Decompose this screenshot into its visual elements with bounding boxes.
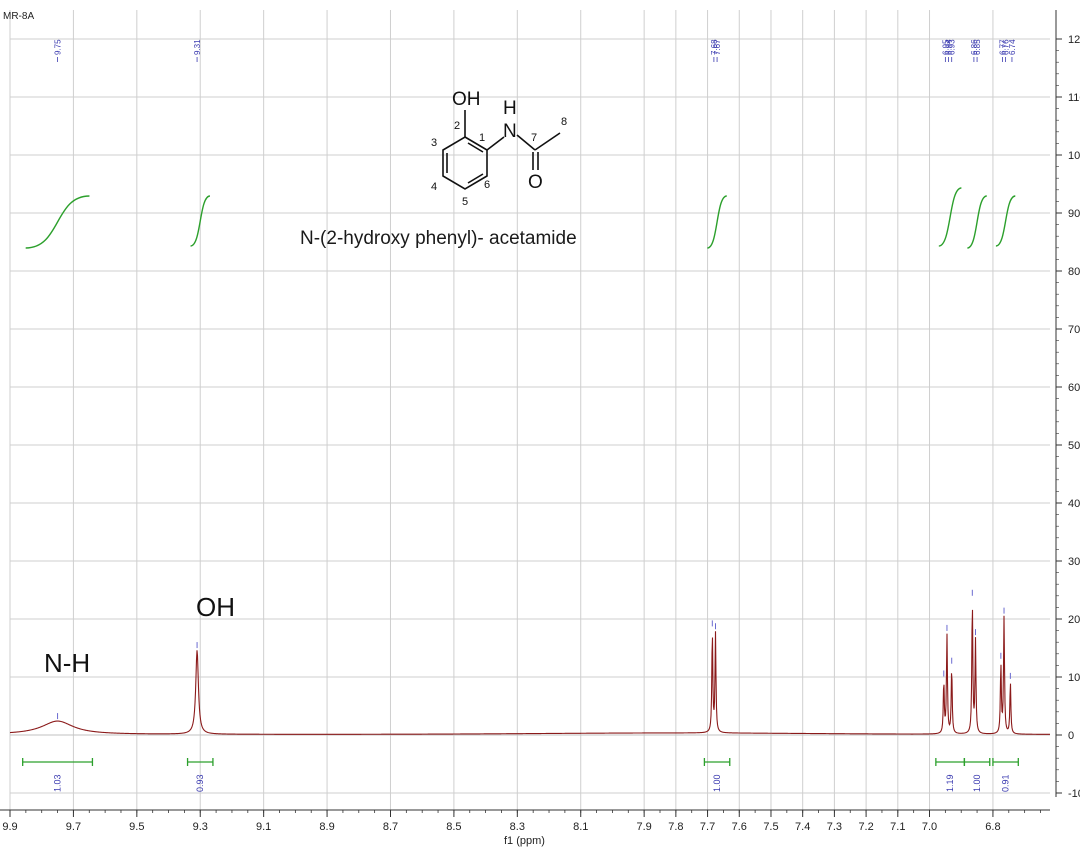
- x-tick-label: 7.3: [827, 821, 842, 833]
- atom-number-1: 1: [479, 132, 485, 144]
- x-tick-label: 7.6: [732, 821, 747, 833]
- x-tick-label: 7.7: [700, 821, 715, 833]
- integral-value: 1.00: [712, 774, 722, 792]
- y-tick-label: 0: [1068, 730, 1074, 742]
- integral-value: 1.00: [972, 774, 982, 792]
- peak-label: 6.93: [948, 39, 957, 55]
- x-tick-label: 7.9: [636, 821, 651, 833]
- integral-curve: [25, 195, 90, 249]
- peak-label: 9.75: [54, 39, 63, 55]
- peak-label: 6.77: [998, 39, 1007, 55]
- atom-oh: OH: [452, 89, 481, 110]
- peak-label: 6.94: [945, 39, 954, 55]
- compound-name: N-(2-hydroxy phenyl)- acetamide: [300, 228, 577, 249]
- y-tick-label: -10: [1068, 788, 1080, 800]
- spectrum-layer: [9, 589, 1051, 735]
- y-tick-label: 1000: [1068, 150, 1080, 162]
- integral-value: 0.93: [195, 774, 205, 792]
- x-tick-label: 7.4: [795, 821, 810, 833]
- integral-bars: 1.03 0.93 1.00 1.19 1.00 0.91: [22, 758, 1019, 792]
- x-tick-label: 7.2: [858, 821, 873, 833]
- y-tick-label: 800: [1068, 266, 1080, 278]
- peak-labels: 9.75 9.31 7.687.67 6.956.946.93 6.866.85 6.77…: [54, 39, 1017, 62]
- x-tick-label: 8.7: [383, 821, 398, 833]
- x-tick-label: 9.9: [2, 821, 17, 833]
- atom-o: O: [528, 172, 543, 193]
- sample-id: MR-8A: [3, 11, 35, 22]
- integral-value: 1.03: [53, 774, 63, 792]
- atom-n: N: [503, 121, 517, 142]
- x-tick-label: 9.5: [129, 821, 144, 833]
- y-tick-label: 900: [1068, 208, 1080, 220]
- x-tick-label: 8.5: [446, 821, 461, 833]
- axes: 9.9 9.7 9.5 9.3 9.1 8.9 8.7 8.5 8.3 8.1 7.9 7.8 7.7 7…: [0, 10, 1080, 833]
- y-tick-label: 300: [1068, 556, 1080, 568]
- integral-curves: [25, 187, 1016, 249]
- y-tick-label: 700: [1068, 324, 1080, 336]
- peak-label: 7.67: [713, 39, 722, 55]
- atom-number-7: 7: [531, 132, 537, 144]
- x-tick-label: 7.1: [890, 821, 905, 833]
- integral-curve: [967, 195, 988, 249]
- peak-label: 7.68: [710, 39, 719, 55]
- integral-curve: [190, 195, 211, 247]
- atom-number-8: 8: [561, 116, 567, 128]
- y-tick-label: 600: [1068, 382, 1080, 394]
- x-axis-label: f1 (ppm): [504, 835, 545, 847]
- integral-value: 0.91: [1001, 774, 1011, 792]
- x-tick-label: 9.1: [256, 821, 271, 833]
- y-tick-label: 400: [1068, 498, 1080, 510]
- chemical-structure: OH H N O 1 2 3 4 5 6 7 8: [431, 89, 567, 208]
- integral-curve: [995, 195, 1016, 247]
- x-tick-label: 7.8: [668, 821, 683, 833]
- x-tick-label: 7.5: [763, 821, 778, 833]
- atom-number-4: 4: [431, 181, 437, 193]
- peak-label: 6.85: [973, 39, 982, 55]
- y-tick-label: 500: [1068, 440, 1080, 452]
- spectrum-line: [9, 609, 1051, 735]
- x-tick-label: 6.8: [985, 821, 1000, 833]
- atom-number-6: 6: [484, 179, 490, 191]
- peak-label: 6.76: [1002, 39, 1011, 55]
- y-tick-label: 1200: [1068, 34, 1080, 46]
- x-tick-label: 9.3: [193, 821, 208, 833]
- x-tick-label: 8.3: [510, 821, 525, 833]
- x-tick-label: 7.0: [922, 821, 937, 833]
- atom-h: H: [503, 98, 517, 119]
- integral-curve: [938, 187, 962, 247]
- x-tick-label: 8.9: [319, 821, 334, 833]
- annotation-nh: N-H: [44, 648, 91, 678]
- atom-number-5: 5: [462, 196, 468, 208]
- integral-curve: [707, 195, 728, 249]
- annotation-oh: OH: [196, 592, 235, 622]
- peak-label: 6.74: [1008, 39, 1017, 55]
- y-tick-label: 1100: [1068, 92, 1080, 104]
- y-tick-label: 200: [1068, 614, 1080, 626]
- x-tick-label: 8.1: [573, 821, 588, 833]
- atom-number-3: 3: [431, 137, 437, 149]
- y-tick-label: 100: [1068, 672, 1080, 684]
- integral-value: 1.19: [945, 774, 955, 792]
- peak-label: 9.31: [193, 39, 202, 55]
- atom-number-2: 2: [454, 120, 460, 132]
- peak-label: 6.86: [970, 39, 979, 55]
- peak-label: 6.95: [941, 39, 950, 55]
- x-tick-label: 9.7: [66, 821, 81, 833]
